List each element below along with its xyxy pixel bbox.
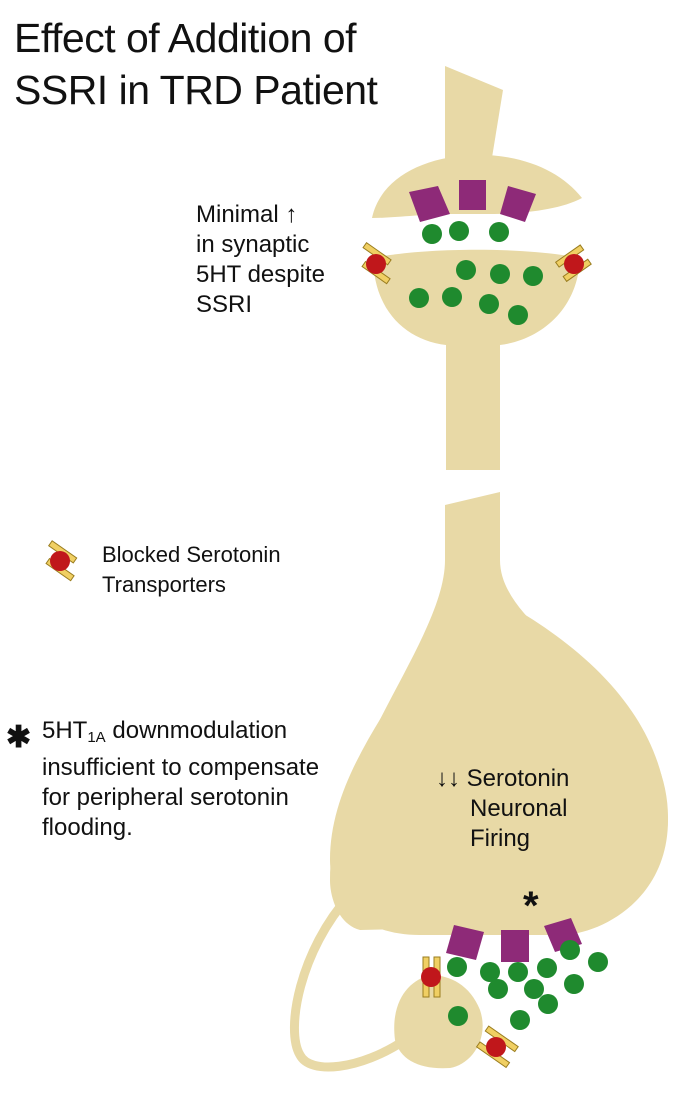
- note-line-1: 5HT1A downmodulation: [42, 716, 319, 753]
- synapse-label-line-3: 5HT despite: [196, 261, 325, 288]
- lower-receptors: [446, 918, 582, 962]
- note-line-1-rest: downmodulation: [105, 717, 288, 744]
- vesicle: [442, 287, 462, 307]
- vesicle: [524, 979, 544, 999]
- autoreceptor-marker: *: [523, 884, 539, 928]
- vesicle: [508, 962, 528, 982]
- vesicle: [488, 979, 508, 999]
- downmodulation-note: 5HT1A downmodulation insufficient to com…: [42, 716, 319, 843]
- legend-line-2: Transporters: [102, 572, 226, 597]
- firing-line-3: Firing: [470, 825, 531, 852]
- vesicle: [560, 940, 580, 960]
- vesicle: [537, 958, 557, 978]
- lower-vesicles: [447, 940, 608, 1030]
- legend-line-1: Blocked Serotonin: [102, 542, 281, 567]
- receptor-upper-left: [409, 186, 450, 222]
- firing-label: ↓↓ Serotonin Neuronal Firing: [436, 764, 569, 854]
- vesicle: [447, 957, 467, 977]
- transporter-core: [50, 551, 70, 571]
- vesicle: [456, 260, 476, 280]
- synapse-label-line-1: Minimal ↑: [196, 201, 298, 228]
- receptor-lower-left: [446, 925, 484, 960]
- note-line-3: for peripheral serotonin: [42, 784, 289, 811]
- firing-line-2: Neuronal: [470, 795, 568, 822]
- title-line-1: Effect of Addition of: [14, 15, 357, 61]
- note-line-2: insufficient to compensate: [42, 754, 320, 781]
- dendrite-loop: [290, 891, 408, 1072]
- vesicle: [490, 264, 510, 284]
- transporter-core: [486, 1037, 506, 1057]
- title-line-2: SSRI in TRD Patient: [14, 67, 378, 113]
- firing-line-1: ↓↓ Serotonin: [436, 765, 570, 792]
- upper-receptors: [409, 180, 536, 222]
- vesicle: [409, 288, 429, 308]
- upper-transporter-left: [361, 242, 392, 285]
- lower-transporter-top: [421, 956, 441, 998]
- transporter-core: [366, 254, 386, 274]
- note-line-4: flooding.: [42, 814, 133, 841]
- vesicle: [489, 222, 509, 242]
- note-subscript: 1A: [87, 729, 106, 746]
- transporter-core: [564, 254, 584, 274]
- vesicle: [508, 305, 528, 325]
- transporter-core: [421, 967, 441, 987]
- legend-label: Blocked Serotonin Transporters: [102, 540, 281, 600]
- lower-transporter-bottom: [475, 1025, 519, 1069]
- vesicle: [588, 952, 608, 972]
- small-terminal: [394, 975, 483, 1069]
- synapse-label: Minimal ↑ in synaptic 5HT despite SSRI: [196, 200, 325, 320]
- page-title: Effect of Addition of SSRI in TRD Patien…: [14, 12, 378, 116]
- synapse-label-line-4: SSRI: [196, 291, 253, 318]
- note-prefix: 5HT: [42, 717, 88, 744]
- note-marker: ✱: [6, 721, 32, 754]
- synapse-label-line-2: in synaptic: [196, 231, 310, 258]
- vesicle: [523, 266, 543, 286]
- upper-transporter-right: [554, 244, 592, 283]
- upper-axon-stub: [445, 66, 503, 176]
- vesicle: [538, 994, 558, 1014]
- vesicle: [479, 294, 499, 314]
- receptor-upper-right: [500, 186, 536, 222]
- receptor-lower-mid: [501, 930, 529, 962]
- vesicle: [480, 962, 500, 982]
- vesicle: [422, 224, 442, 244]
- lower-cell-body: [330, 600, 668, 935]
- upper-terminal-bulb: [373, 249, 580, 470]
- vesicle: [449, 221, 469, 241]
- blocked-transporter-icon: [45, 540, 78, 582]
- vesicle: [448, 1006, 468, 1026]
- vesicle: [564, 974, 584, 994]
- upper-vesicles: [409, 221, 543, 325]
- vesicle: [510, 1010, 530, 1030]
- receptor-upper-mid: [459, 180, 486, 210]
